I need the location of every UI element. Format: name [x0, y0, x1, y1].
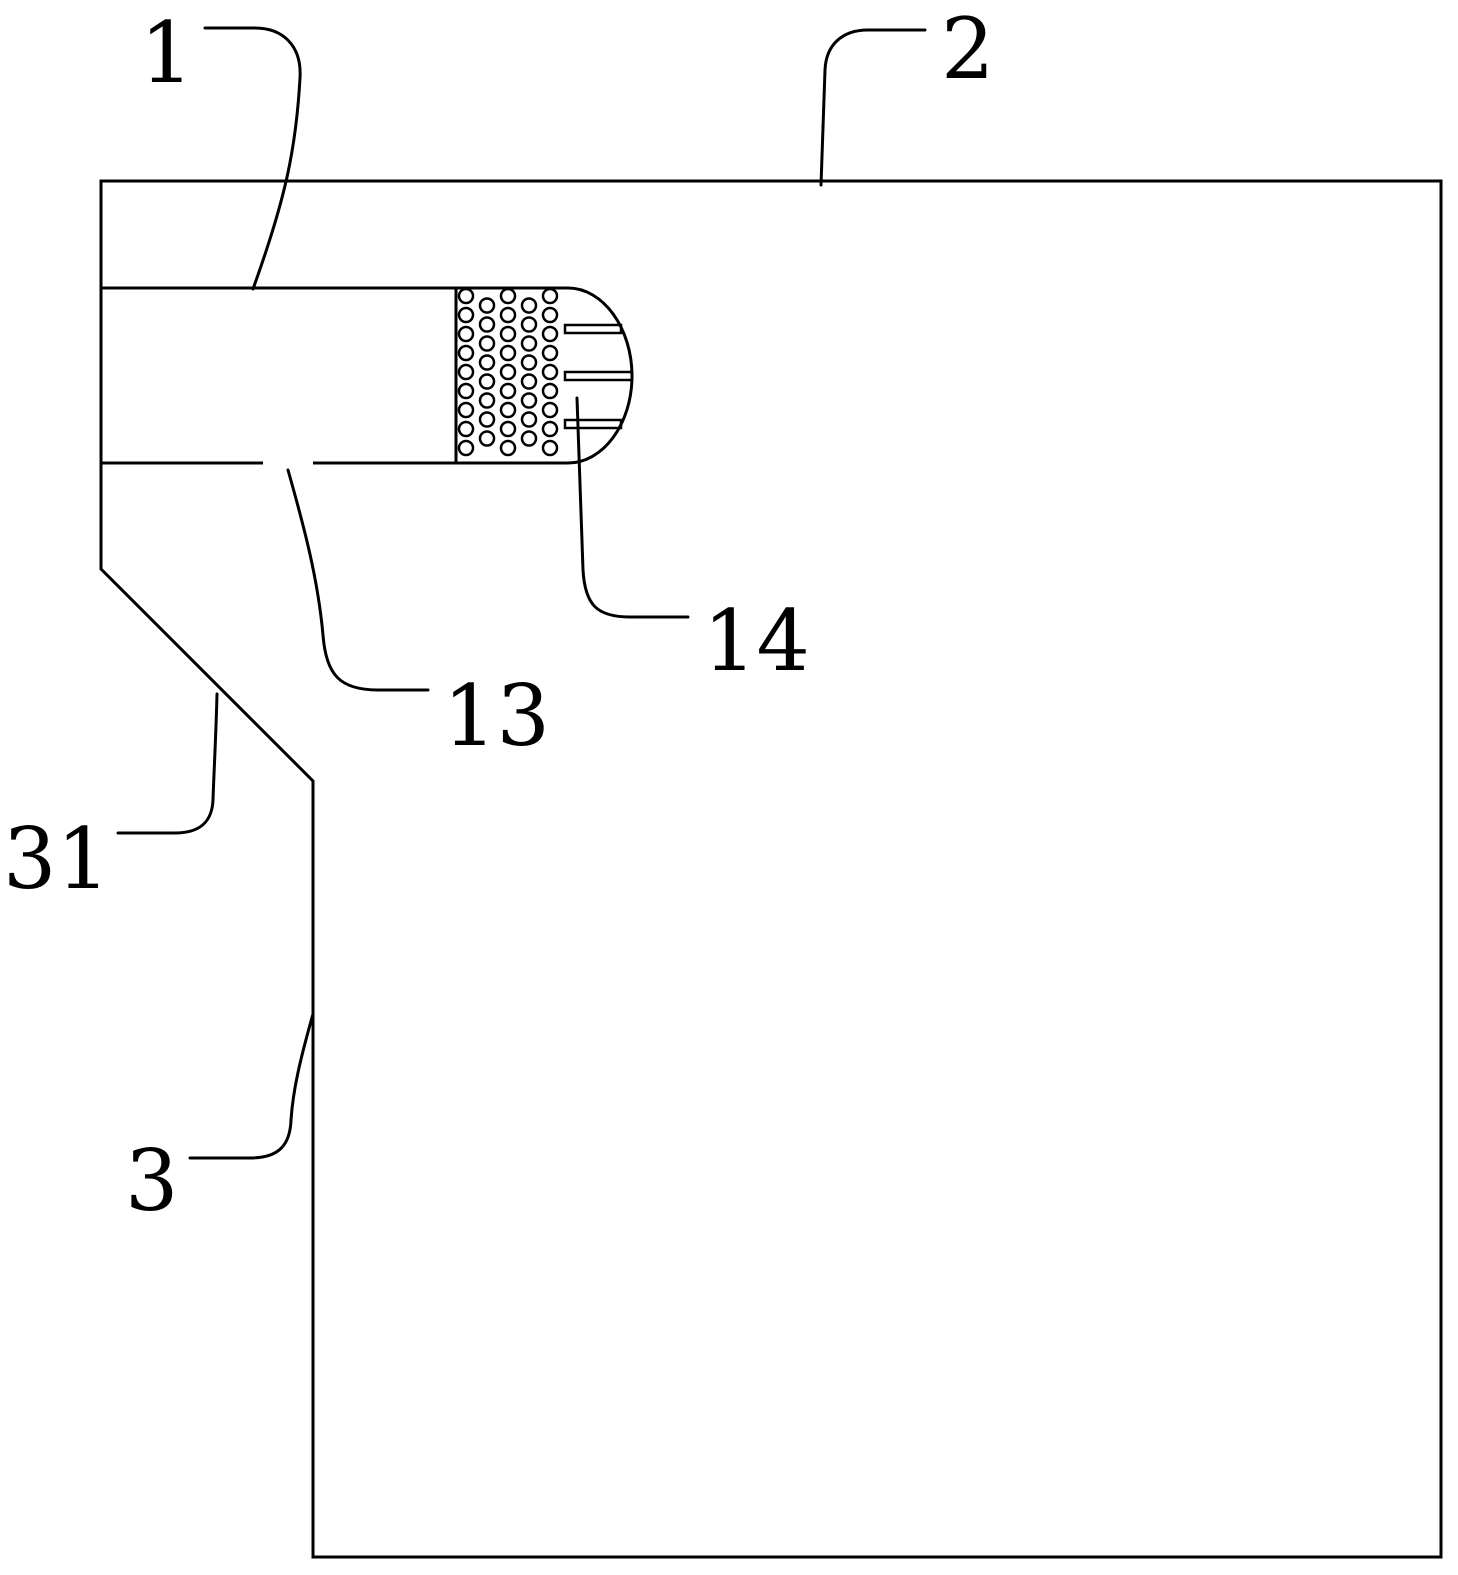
tube-body: [101, 286, 568, 465]
filter-hole: [499, 306, 517, 324]
filter-hole: [457, 401, 475, 419]
filter-hole: [520, 411, 538, 428]
label-31: 31: [3, 810, 110, 908]
filter-hole: [478, 297, 496, 314]
filter-hole: [499, 382, 517, 400]
filter-hole: [457, 325, 475, 343]
label-2: 2: [941, 0, 994, 98]
slot-middle: [563, 370, 634, 382]
filter-hole: [499, 439, 517, 457]
filter-hole: [520, 373, 538, 390]
filter-hole: [541, 439, 559, 457]
filter-hole: [520, 354, 538, 371]
filter-hole: [541, 401, 559, 419]
filter-hole: [457, 439, 475, 457]
filter-hole: [457, 363, 475, 381]
filter-hole: [457, 382, 475, 400]
filter-hole: [478, 392, 496, 409]
filter-hole: [478, 335, 496, 352]
filter-hole: [499, 363, 517, 381]
filter-hole: [499, 344, 517, 362]
filter-hole: [520, 392, 538, 409]
filter-porous-media: [457, 287, 559, 457]
label-14: 14: [703, 592, 810, 690]
housing-outline: [99, 179, 1443, 1559]
filter-hole: [541, 382, 559, 400]
filter-hole: [520, 430, 538, 447]
filter-hole: [541, 306, 559, 324]
filter-hole: [457, 306, 475, 324]
leader-13: [286, 468, 430, 692]
leader-lines: [116, 26, 927, 1160]
filter-hole: [499, 325, 517, 343]
reference-numerals: 2 1 13 14 31 3: [3, 0, 994, 1230]
leader-2: [819, 28, 927, 187]
slot-bottom: [563, 418, 623, 430]
label-3: 3: [125, 1132, 178, 1230]
filter-hole: [499, 287, 517, 305]
leader-1: [203, 26, 302, 291]
leader-31: [116, 692, 219, 835]
filter-hole: [478, 373, 496, 390]
filter-hole: [520, 335, 538, 352]
filter-hole: [499, 420, 517, 438]
filter-hole: [520, 297, 538, 314]
filter-hole: [478, 411, 496, 428]
label-13: 13: [443, 667, 550, 765]
filter-hole: [478, 430, 496, 447]
head-slots: [563, 323, 634, 430]
filter-hole: [541, 287, 559, 305]
filter-hole: [541, 420, 559, 438]
filter-hole: [478, 354, 496, 371]
filter-hole: [541, 325, 559, 343]
slot-top: [563, 323, 623, 335]
filter-hole: [457, 287, 475, 305]
label-1: 1: [140, 4, 193, 102]
filter-hole: [541, 344, 559, 362]
filter-hole: [457, 344, 475, 362]
filter-hole: [457, 420, 475, 438]
filter-hole: [478, 316, 496, 333]
leader-14: [575, 396, 690, 619]
leader-3: [188, 1012, 315, 1160]
filter-hole: [499, 401, 517, 419]
filter-hole: [541, 363, 559, 381]
filter-hole: [520, 316, 538, 333]
